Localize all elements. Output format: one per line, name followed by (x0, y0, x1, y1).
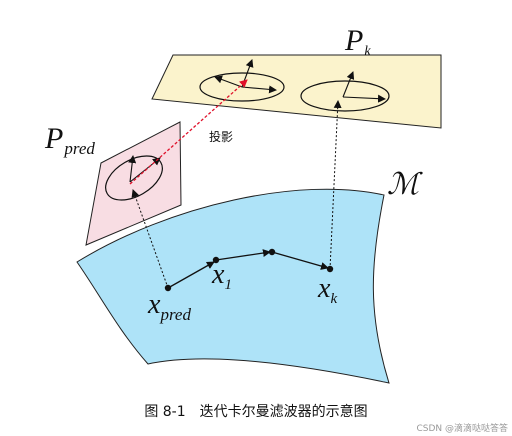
pk-left-covariance-ellipse (199, 72, 285, 102)
xk-label-main: x (317, 273, 331, 304)
x1-label-main: x (211, 259, 225, 290)
xpred-to-ppred-dotted-arrow (131, 189, 169, 289)
figure-title: 迭代卡尔曼滤波器的示意图 (200, 403, 368, 420)
x2-point (268, 248, 276, 256)
xpred-label-sub: pred (159, 305, 191, 324)
ppred-plane (85, 121, 182, 246)
ppred-label: Ppred (44, 122, 95, 158)
x1-point (212, 256, 220, 264)
xk-point (326, 265, 334, 273)
x1-label-sub: 1 (224, 277, 232, 293)
pk-label-sub: k (364, 44, 371, 59)
watermark: CSDN @滴滴哒哒答答 (416, 422, 508, 434)
ppred-label-sub: pred (63, 139, 95, 158)
x1-label: x1 (211, 259, 232, 293)
manifold-label: ℳ (387, 168, 423, 201)
pk-label: Pk (344, 24, 371, 59)
projection-arrow (129, 79, 248, 185)
figure-number: 图 8-1 (144, 404, 185, 420)
ppred-label-main: P (44, 122, 63, 155)
xpred-label-main: x (147, 289, 161, 320)
iteration-path (167, 249, 329, 289)
projection-label: 投影 (209, 129, 233, 144)
xk-label-sub: k (330, 291, 337, 307)
ppred-covariance-ellipse (105, 155, 163, 201)
xk-to-pk-dotted-arrow (329, 100, 342, 270)
xpred-point (164, 284, 172, 292)
figure-caption: 图 8-1 迭代卡尔曼滤波器的示意图 (144, 403, 367, 420)
pk-right-covariance-ellipse (300, 80, 390, 112)
xk-label: xk (317, 273, 337, 307)
xpred-label: xpred (147, 289, 191, 324)
pk-label-main: P (344, 24, 363, 57)
pk-right-axes (342, 71, 386, 103)
pk-plane (151, 54, 442, 129)
manifold-surface (76, 188, 390, 384)
